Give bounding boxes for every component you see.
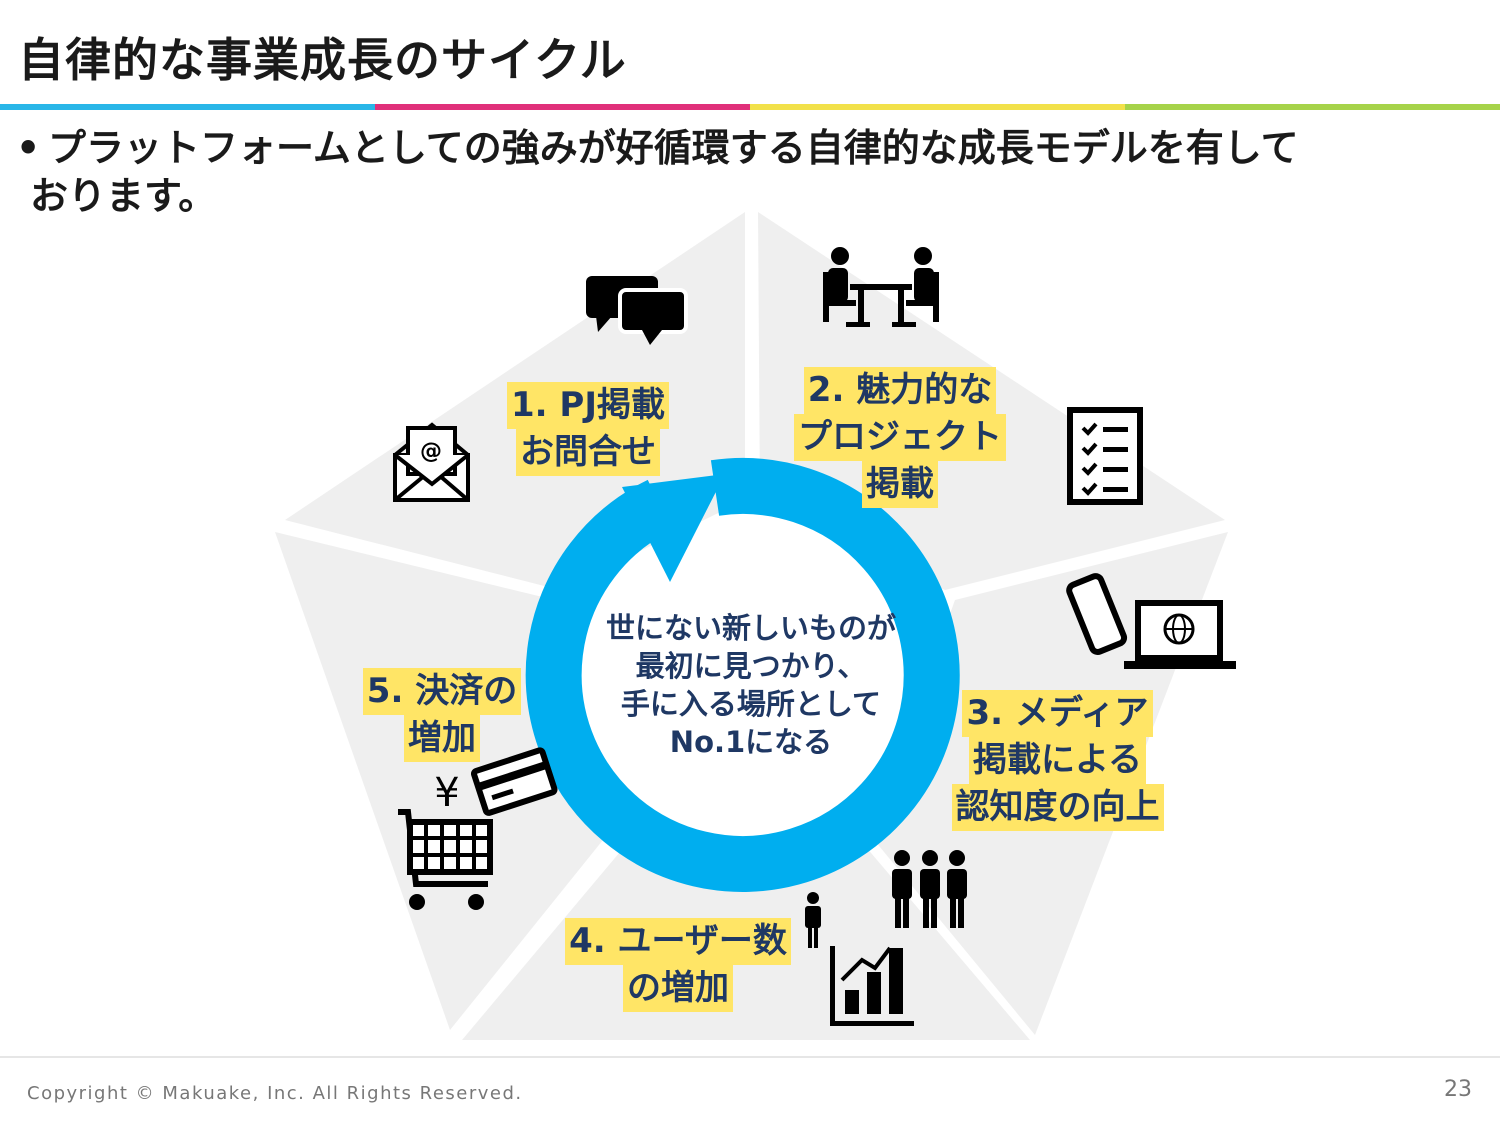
laptop-globe-icon: [1124, 600, 1236, 669]
copyright-text: Copyright © Makuake, Inc. All Rights Res…: [27, 1083, 523, 1104]
step-4-line-2: の増加: [623, 965, 733, 1012]
slide-title: 自律的な事業成長のサイクル: [18, 33, 627, 87]
accent-color-bar: [0, 104, 1500, 110]
step-3-line-1: 3. メディア: [962, 690, 1153, 737]
bullet-marker: •: [16, 126, 41, 170]
accent-segment-pink: [375, 104, 750, 110]
center-line-2: 最初に見つかり、: [635, 649, 867, 683]
center-line-1: 世にない新しいものが: [605, 611, 896, 645]
step-3-label: 3. メディア 掲載による 認知度の向上: [935, 690, 1180, 831]
email-icon: [393, 422, 470, 502]
shopping-cart-icon: [398, 809, 493, 910]
smartphone-icon: [1066, 573, 1128, 656]
email-at-glyph: @: [420, 439, 442, 464]
checklist-icon: [1067, 407, 1143, 505]
footer-divider: [0, 1056, 1500, 1058]
accent-segment-blue: [0, 104, 375, 110]
step-2-line-1: 2. 魅力的な: [803, 367, 997, 414]
step-4-line-1: 4. ユーザー数: [565, 918, 791, 965]
page-number: 23: [1444, 1077, 1472, 1102]
growth-chart-icon: [830, 946, 914, 1026]
bullet-text-line-2: おります。: [30, 174, 217, 218]
center-line-3: 手に入る場所として: [620, 687, 882, 721]
step-5-line-2: 増加: [404, 715, 480, 762]
meeting-icon: [823, 247, 939, 327]
step-2-label: 2. 魅力的な プロジェクト 掲載: [780, 367, 1020, 508]
step-1-line-1: 1. PJ掲載: [507, 382, 669, 429]
step-3-line-2: 掲載による: [969, 737, 1146, 784]
cycle-center-text: 世にない新しいものが 最初に見つかり、 手に入る場所として No.1になる: [586, 609, 916, 761]
step-1-label: 1. PJ掲載 お問合せ: [498, 382, 678, 476]
people-group-icon: [892, 850, 967, 928]
step-5-line-1: 5. 決済の: [362, 668, 522, 715]
center-line-4: No.1になる: [669, 725, 833, 759]
accent-segment-yellow: [750, 104, 1125, 110]
accent-segment-green: [1125, 104, 1500, 110]
yen-icon: ¥: [434, 770, 459, 816]
cycle-ring-arc: [525, 458, 960, 892]
person-icon: [805, 892, 821, 948]
bullet-text-line-1: プラットフォームとしての強みが好循環する自律的な成長モデルを有して: [48, 126, 1299, 170]
chat-bubbles-icon: [586, 276, 688, 345]
step-2-line-3: 掲載: [862, 461, 938, 508]
step-3-line-3: 認知度の向上: [951, 784, 1164, 831]
credit-card-icon: [471, 747, 558, 816]
cycle-arrow-head: [622, 474, 725, 582]
step-1-line-2: お問合せ: [516, 429, 660, 476]
step-2-line-2: プロジェクト: [794, 414, 1006, 461]
step-5-label: 5. 決済の 増加: [352, 668, 532, 762]
cycle-ring: [525, 458, 960, 892]
step-4-label: 4. ユーザー数 の増加: [553, 918, 803, 1012]
